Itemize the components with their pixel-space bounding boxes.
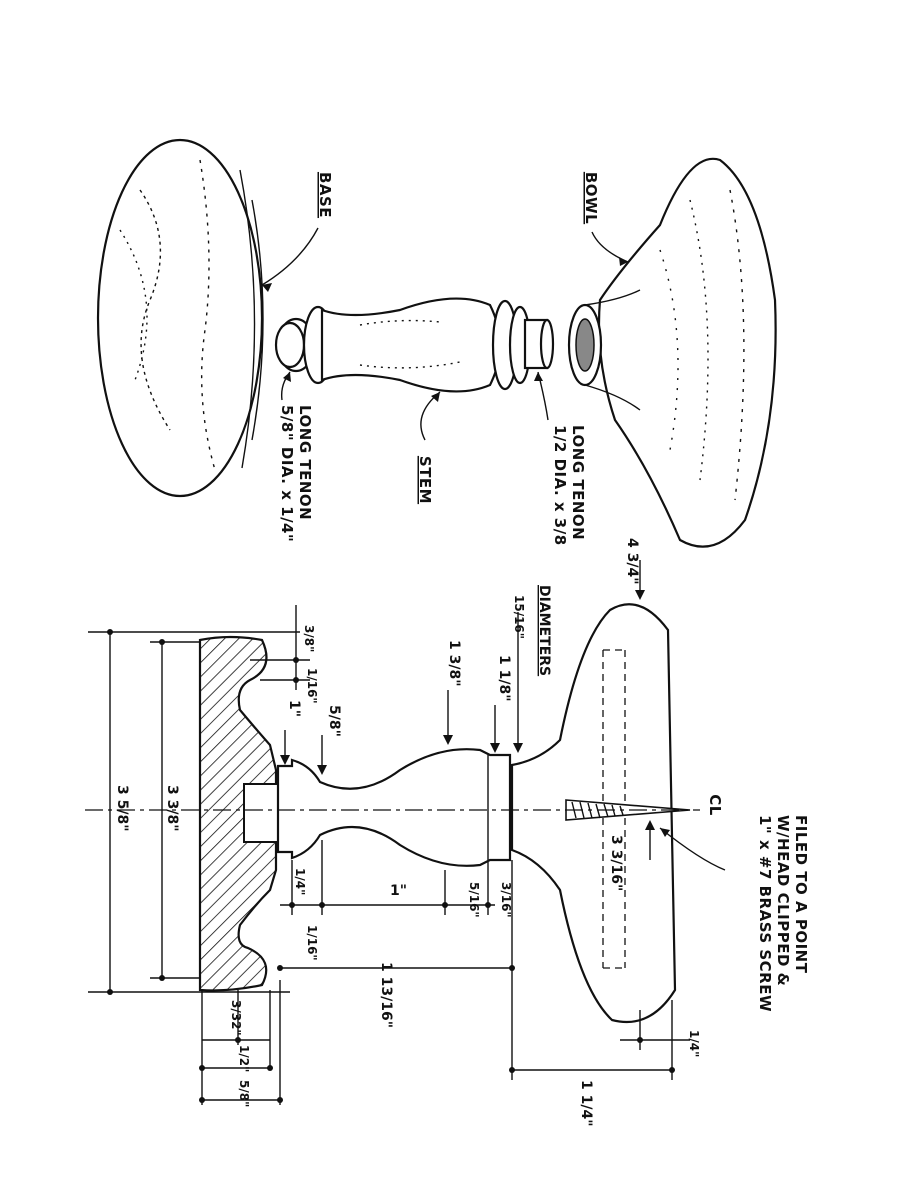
- base-label: BASE: [316, 172, 334, 218]
- base-tenon-label: 5/8" DIA. x 1/4" LONG TENON: [278, 405, 314, 548]
- bowl-tenon-label: 1/2 DIA. x 3/8 LONG TENON: [551, 425, 587, 551]
- dim-stem-seg2: 3/16": [499, 882, 513, 918]
- dimension-lines: [88, 560, 690, 1105]
- dim-stem-seg1: 5/16": [467, 882, 481, 918]
- base-section: [198, 635, 278, 992]
- base-perspective: [96, 138, 264, 498]
- stem-label: STEM: [416, 456, 434, 504]
- bowl-label: BOWL: [582, 172, 600, 224]
- dim-base-overall-dia: 3 5/8": [114, 785, 130, 832]
- dim-base-top-dia: 3 3/8": [164, 785, 180, 832]
- dim-bowl-hole: 3 3/16": [608, 835, 624, 891]
- dim-stem-bulb: 1 3/8": [446, 640, 462, 687]
- dimension-texts: 4 3/4" DIAMETERS 15/16" 1 1/8" 1 3/8" 5/…: [114, 538, 701, 1127]
- dim-base-groove: 1/16": [305, 668, 319, 704]
- dim-base-half: 1/2": [237, 1045, 251, 1072]
- base-tenon-hole: [243, 783, 279, 843]
- dim-bowl-bottom: 1/4": [687, 1030, 701, 1057]
- dim-stem-collar: 1 1/8": [496, 655, 512, 702]
- bowl-leader: [591, 231, 629, 263]
- dim-base-tenon-len: 1/4": [293, 868, 307, 895]
- dim-stem-length: 1": [390, 883, 407, 899]
- dim-neck: 5/8": [326, 705, 342, 737]
- stem-perspective: [274, 297, 555, 393]
- dim-diameters: DIAMETERS: [536, 585, 552, 676]
- dim-bowl-height: 1 1/4": [578, 1080, 594, 1127]
- dim-bowl-top: 4 3/4": [624, 538, 640, 585]
- screw-note: 1" x #7 BRASS SCREW W/HEAD CLIPPED & FIL…: [756, 815, 810, 1018]
- dim-stem-to-base: 1 13/16": [378, 962, 394, 1028]
- centerline-symbol: CL: [706, 794, 724, 816]
- dim-base-lip: 1/16": [305, 925, 319, 961]
- dim-stem-collar-upper: 15/16": [512, 595, 526, 639]
- stem-section: [276, 748, 512, 867]
- dim-base-step: 3/8": [302, 625, 316, 652]
- dim-base-height: 5/8": [237, 1080, 251, 1107]
- dim-base-collar: 1": [286, 700, 302, 717]
- bowl-perspective: [567, 157, 777, 548]
- dim-base-edge: 3/32": [229, 1000, 243, 1036]
- base-leader: [261, 227, 319, 286]
